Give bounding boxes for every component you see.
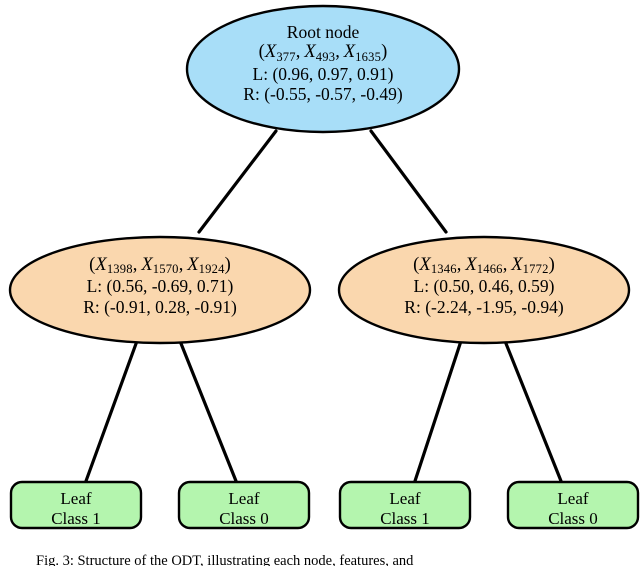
root-node-shape[interactable] — [185, 4, 461, 134]
tree-diagram-svg — [8, 4, 640, 530]
edge-internal-right-to-leaf-3 — [413, 339, 463, 483]
internal-right-node-shape[interactable] — [337, 235, 631, 345]
figure-caption: Fig. 3: Structure of the ODT, illustrati… — [0, 552, 640, 566]
edge-internal-left-to-leaf-1 — [84, 339, 139, 483]
leaf-2-shape[interactable] — [177, 480, 311, 530]
edge-group — [84, 129, 563, 483]
edge-internal-right-to-leaf-4 — [503, 339, 563, 483]
leaf-3-shape[interactable] — [338, 480, 472, 530]
leaf-4-shape[interactable] — [506, 480, 640, 530]
edge-root-to-internal-right — [369, 129, 448, 234]
figure-caption-text: Fig. 3: Structure of the ODT, illustrati… — [36, 553, 414, 566]
edge-internal-left-to-leaf-2 — [178, 339, 238, 483]
leaf-1-shape[interactable] — [9, 480, 143, 530]
internal-left-node-shape[interactable] — [8, 235, 312, 345]
edge-root-to-internal-left — [197, 129, 278, 234]
